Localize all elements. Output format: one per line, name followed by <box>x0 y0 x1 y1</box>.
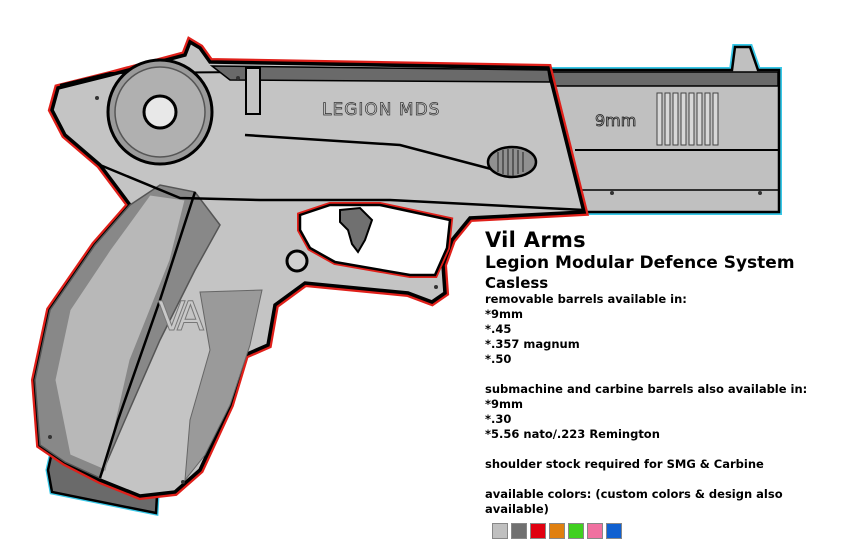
slide-engraving: LEGION MDS <box>322 100 440 120</box>
barrel: 9mm <box>544 44 782 215</box>
color-swatches <box>485 523 843 539</box>
color-swatch[interactable] <box>492 523 508 539</box>
barrel-grip-ridges <box>656 92 719 146</box>
color-swatch[interactable] <box>606 523 622 539</box>
smg-caliber-item: *.30 <box>485 412 512 426</box>
smg-caliber-item: *9mm <box>485 397 523 411</box>
color-swatch[interactable] <box>511 523 527 539</box>
removable-heading: removable barrels available in: <box>485 292 687 306</box>
grip-logo: VA <box>158 294 205 340</box>
caliber-item: *9mm <box>485 307 523 321</box>
model-name: Legion Modular Defence System <box>485 253 795 273</box>
color-swatch[interactable] <box>549 523 565 539</box>
slide-release <box>486 145 538 179</box>
color-swatch[interactable] <box>587 523 603 539</box>
stock-note: shoulder stock required for SMG & Carbin… <box>485 457 764 471</box>
color-swatch[interactable] <box>530 523 546 539</box>
product-info: Vil Arms Legion Modular Defence System C… <box>485 228 843 539</box>
brand-name: Vil Arms <box>485 228 586 252</box>
color-swatch[interactable] <box>568 523 584 539</box>
caliber-item: *.357 magnum <box>485 337 580 351</box>
smg-caliber-item: *5.56 nato/.223 Remington <box>485 427 660 441</box>
trigger <box>339 206 374 254</box>
caliber-item: *.45 <box>485 322 512 336</box>
smg-heading: submachine and carbine barrels also avai… <box>485 382 808 396</box>
caliber-item: *.50 <box>485 352 512 366</box>
colors-heading: available colors: (custom colors & desig… <box>485 487 783 516</box>
hammer <box>106 58 214 166</box>
barrel-engraving: 9mm <box>595 111 636 130</box>
frame: LEGION MDS VA <box>30 36 590 501</box>
type-label: Casless <box>485 274 549 292</box>
